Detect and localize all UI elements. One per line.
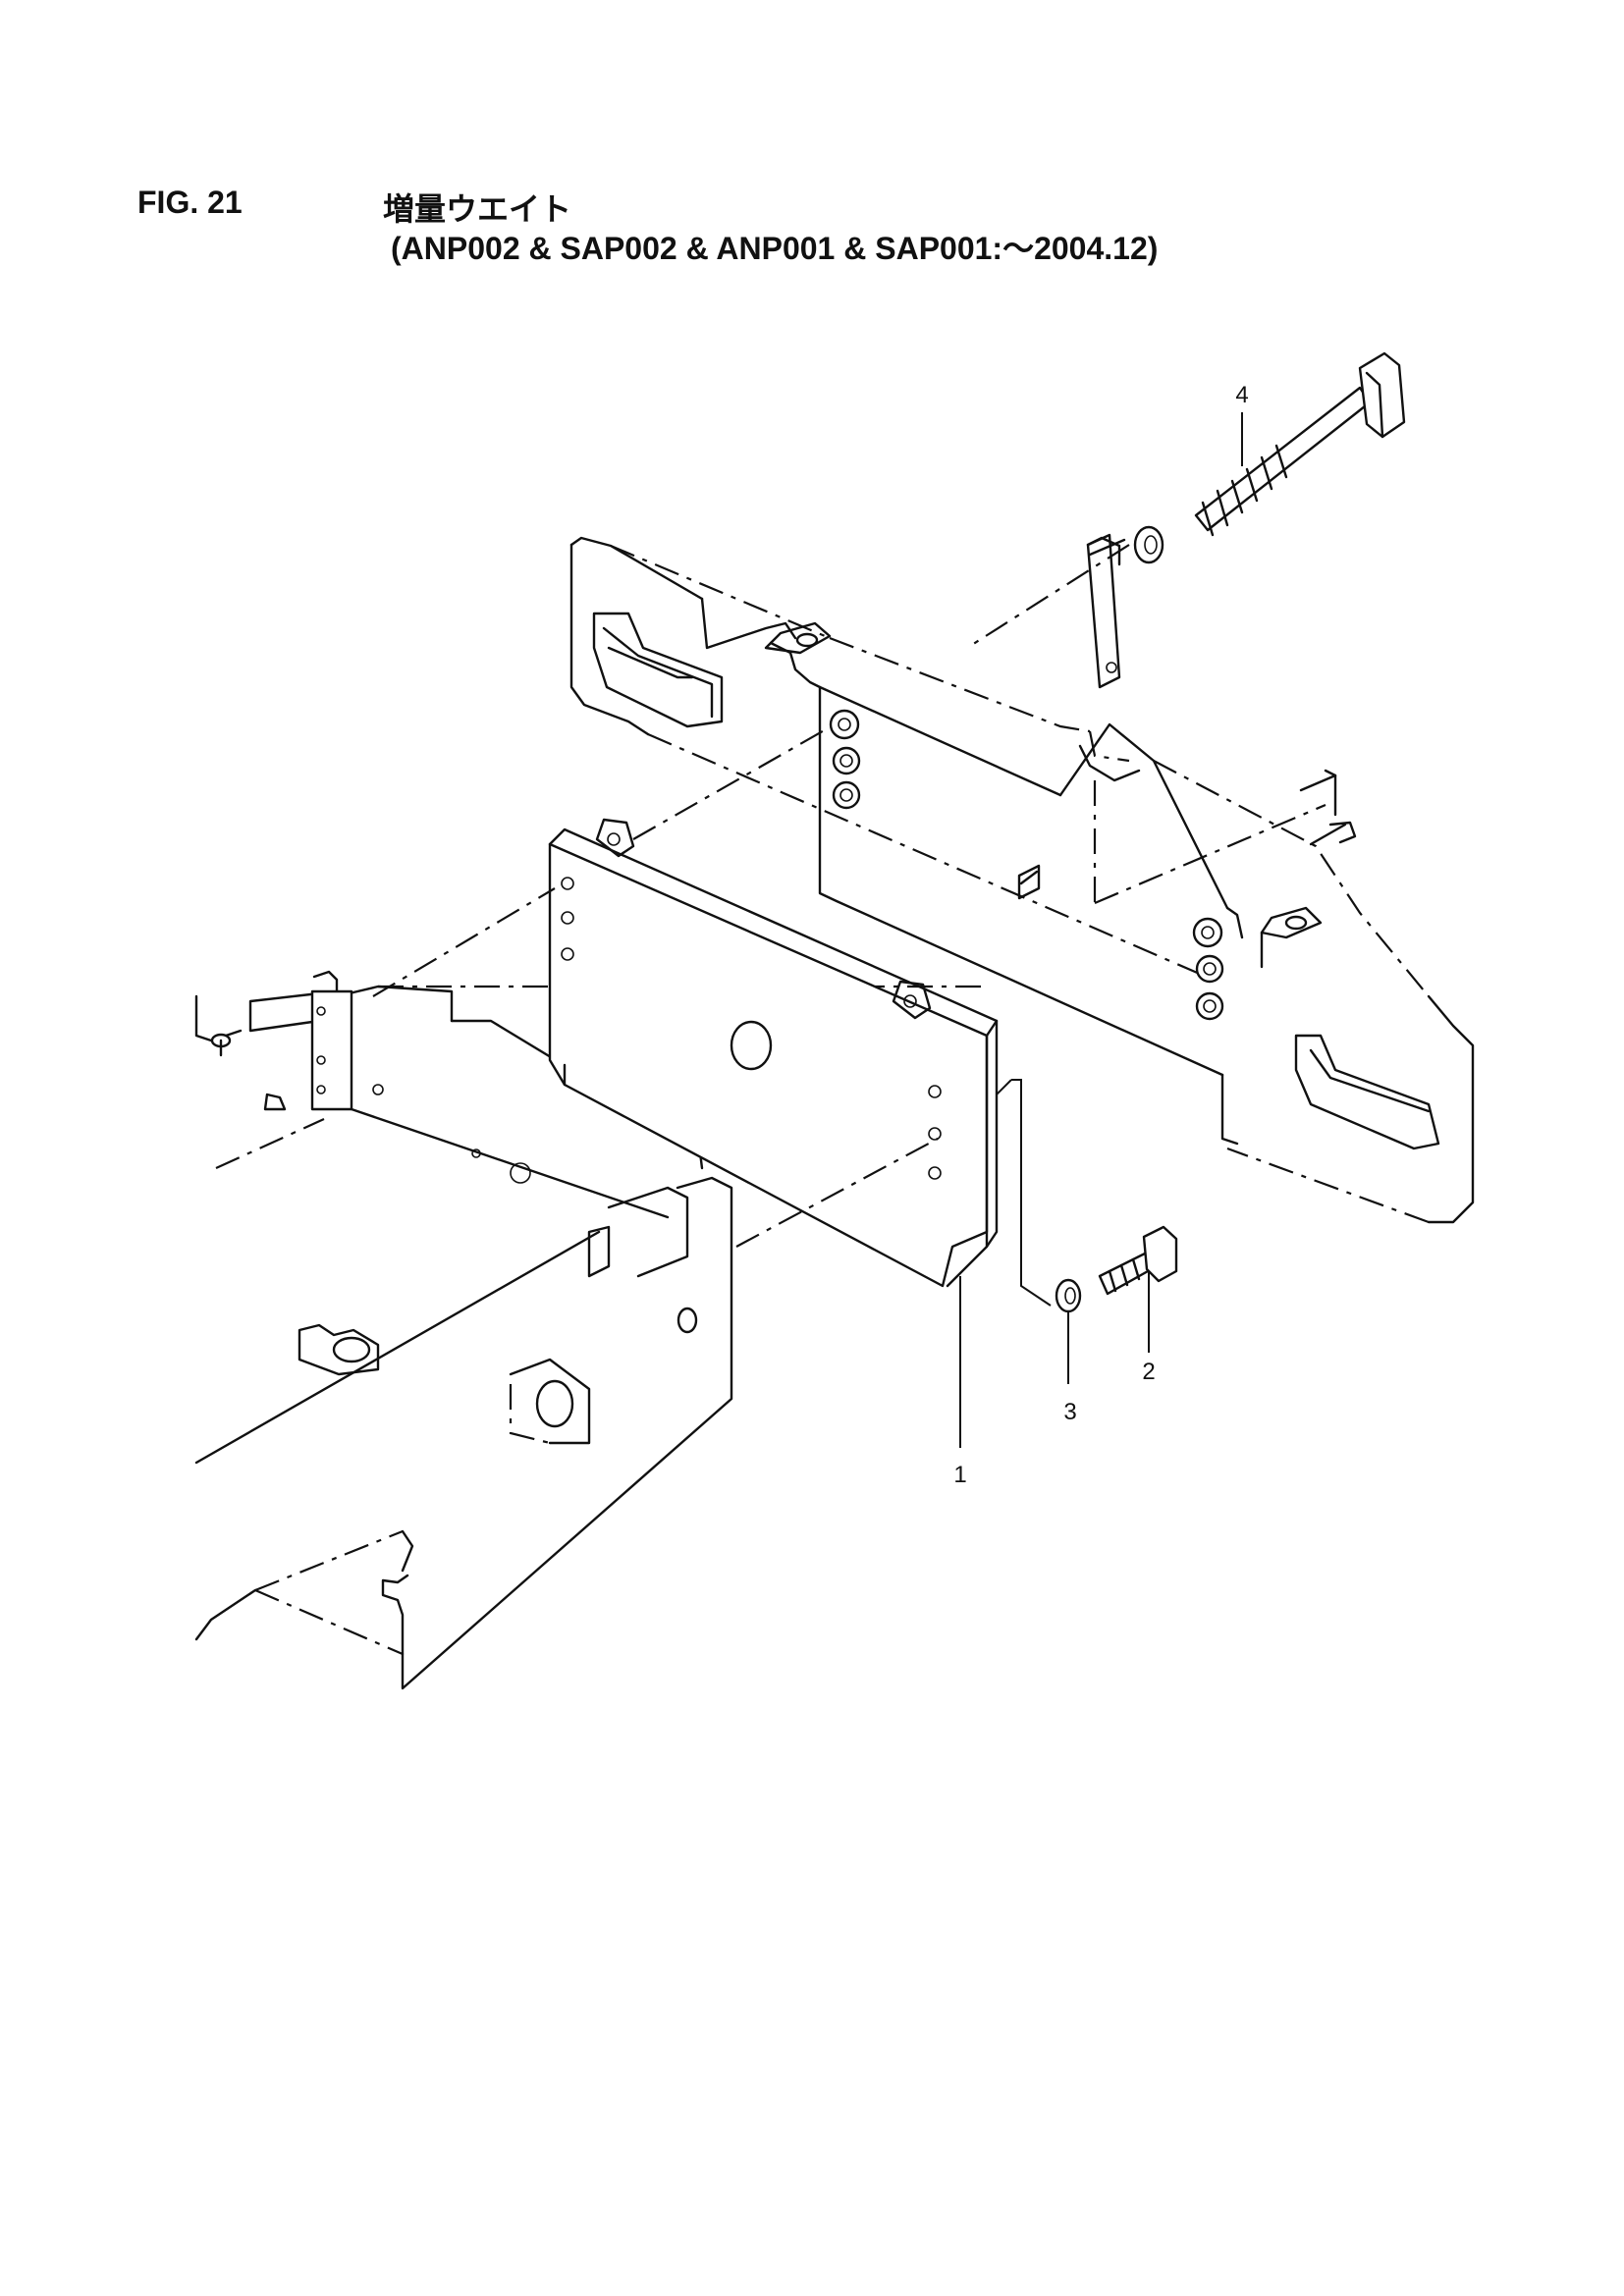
callout-2: 2: [1142, 1359, 1155, 1385]
figure-title: 増量ウエイト: [383, 190, 572, 228]
part-1-weight-plate: [372, 723, 999, 1288]
part-4-long-bolt: [966, 351, 1406, 649]
figure-model-range: (ANP002 & SAP002 & ANP001 & SAP001:～2004…: [391, 231, 1159, 266]
part-2-bolt: [1098, 1225, 1178, 1353]
machine-frame: [194, 970, 982, 1690]
part-3-washer: [996, 1079, 1082, 1384]
callout-1: 1: [953, 1462, 966, 1488]
counterweight: [569, 533, 1475, 1224]
callout-4: 4: [1235, 382, 1248, 408]
callout-3: 3: [1063, 1399, 1076, 1425]
figure-number: FIG. 21: [137, 185, 243, 220]
